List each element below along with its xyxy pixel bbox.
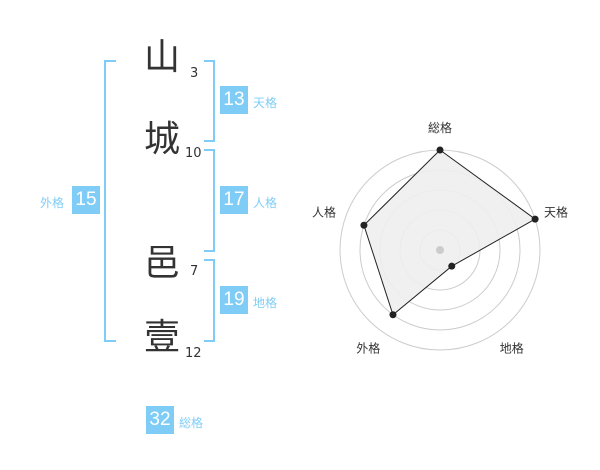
radar-point (448, 262, 456, 270)
soukaku-label: 総格 (179, 416, 204, 430)
gaikaku-bracket (104, 60, 116, 342)
gaikaku-label: 外格 (40, 196, 65, 210)
tenkaku-label: 天格 (253, 96, 278, 110)
radar-point (436, 146, 444, 154)
radar-axis-label: 地格 (500, 341, 524, 356)
radar-axis-label: 外格 (356, 341, 380, 356)
char-3: 邑 (143, 243, 180, 284)
chikaku-value: 19 (220, 286, 248, 314)
strokes-1: 3 (190, 66, 199, 81)
tenkaku-value: 13 (220, 86, 248, 114)
chikaku-bracket (204, 259, 215, 342)
jinkaku-value: 17 (220, 186, 248, 214)
strokes-2: 10 (185, 146, 202, 161)
strokes-3: 7 (190, 264, 199, 279)
radar-area (363, 149, 537, 316)
radar-point (531, 215, 539, 223)
radar-axis-label: 人格 (312, 204, 336, 219)
radar-axis-label: 天格 (544, 204, 568, 219)
radar-axis-label: 総格 (428, 120, 452, 135)
char-2: 城 (143, 119, 180, 160)
radar-point (389, 311, 397, 319)
char-1: 山 (143, 37, 180, 78)
char-4: 壹 (143, 317, 180, 358)
jinkaku-label: 人格 (253, 196, 278, 210)
radar-center (436, 246, 444, 254)
strokes-4: 12 (185, 346, 202, 361)
jinkaku-bracket (204, 149, 215, 252)
tenkaku-bracket (204, 60, 215, 142)
radar-point (360, 221, 368, 229)
soukaku-value: 32 (146, 406, 174, 434)
chikaku-label: 地格 (253, 296, 278, 310)
gaikaku-value: 15 (72, 186, 100, 214)
